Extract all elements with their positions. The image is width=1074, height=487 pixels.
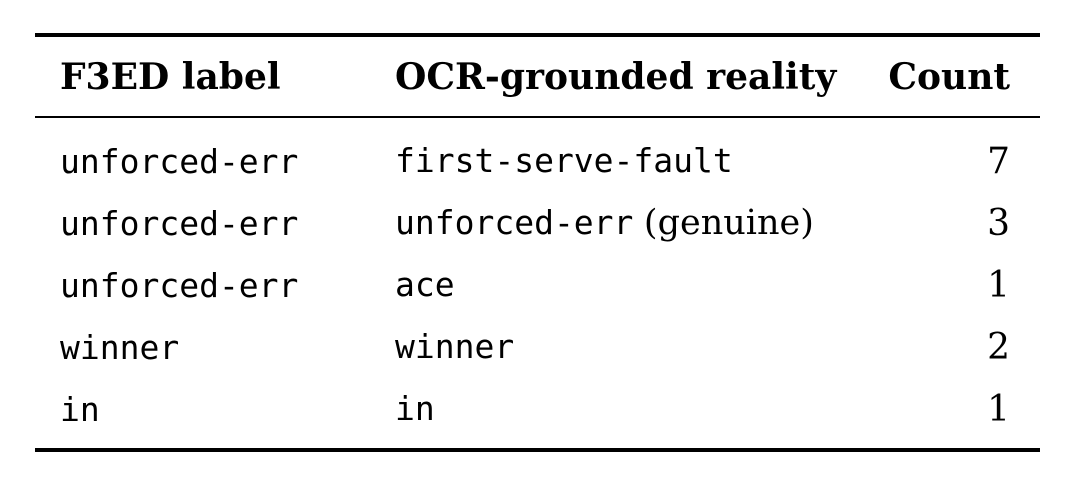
cell-reality: unforced-err(genuine) [395, 192, 865, 254]
table-header-row: F3ED label OCR-grounded reality Count [35, 35, 1040, 118]
table-head: F3ED label OCR-grounded reality Count [35, 35, 1040, 118]
paper-table-container: F3ED label OCR-grounded reality Count un… [35, 33, 1040, 452]
reality-value: first-serve-fault [395, 141, 733, 180]
reality-value: ace [395, 265, 455, 304]
cell-reality: ace [395, 254, 865, 316]
cell-f3ed: unforced-err [60, 203, 299, 243]
paper-table: F3ED label OCR-grounded reality Count un… [35, 33, 1040, 452]
cell-f3ed: unforced-err [60, 265, 299, 305]
table-row: in in 1 [35, 378, 1040, 450]
cell-reality: winner [395, 316, 865, 378]
cell-f3ed: winner [60, 327, 180, 367]
cell-count: 1 [987, 264, 1010, 306]
cell-reality: first-serve-fault [395, 117, 865, 192]
header-f3ed-label: F3ED label [35, 35, 395, 118]
reality-value: in [395, 389, 435, 428]
table-row: unforced-err first-serve-fault 7 [35, 117, 1040, 192]
cell-reality: in [395, 378, 865, 450]
cell-f3ed: unforced-err [60, 141, 299, 181]
table-row: unforced-err ace 1 [35, 254, 1040, 316]
table-row: winner winner 2 [35, 316, 1040, 378]
cell-count: 7 [987, 140, 1010, 182]
reality-note: (genuine) [643, 203, 814, 243]
cell-count: 1 [987, 388, 1010, 430]
table-body: unforced-err first-serve-fault 7 unforce… [35, 117, 1040, 450]
header-ocr-grounded-reality: OCR-grounded reality [395, 35, 865, 118]
cell-count: 3 [987, 202, 1010, 244]
cell-count: 2 [987, 326, 1010, 368]
cell-f3ed: in [60, 389, 100, 429]
table-row: unforced-err unforced-err(genuine) 3 [35, 192, 1040, 254]
reality-value: unforced-err [395, 203, 634, 242]
header-count: Count [865, 35, 1040, 118]
reality-value: winner [395, 327, 515, 366]
